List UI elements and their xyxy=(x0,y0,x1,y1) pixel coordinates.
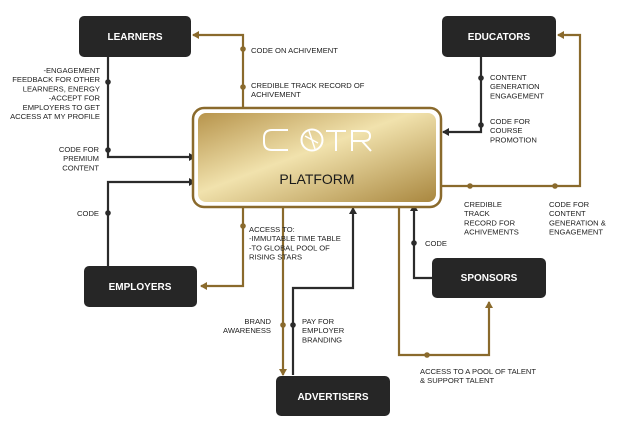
annotation-line: ACHIVEMENT xyxy=(251,90,301,99)
annotation-line: BRANDING xyxy=(302,335,342,344)
edge-platform-to-learners xyxy=(192,31,245,110)
edge-sponsors-to-platform xyxy=(410,204,432,280)
node-educators[interactable]: EDUCATORS xyxy=(442,16,556,57)
advertisers-label: ADVERTISERS xyxy=(297,392,368,403)
annotation-line: AWARENESS xyxy=(223,326,271,335)
annotations: CODE ON ACHIVEMENT CREDIBLE TRACK RECORD… xyxy=(10,46,606,385)
educators-label: EDUCATORS xyxy=(468,32,531,43)
connectors-dark xyxy=(106,57,483,375)
cotr-logo xyxy=(263,128,372,152)
annotation-line: ENGAGEMENT xyxy=(549,228,603,237)
annotation-line: EMPLOYER xyxy=(302,326,345,335)
node-sponsors[interactable]: SPONSORS xyxy=(432,258,546,298)
annotation-line: EMPLOYERS TO GET xyxy=(23,103,101,112)
node-advertisers[interactable]: ADVERTISERS xyxy=(276,376,390,416)
annotation-line: ACHIVEMENTS xyxy=(464,228,519,237)
node-employers[interactable]: EMPLOYERS xyxy=(84,266,197,307)
annotation-access-to: ACCESS TO:-IMMUTABLE TIME TABLE-TO GLOBA… xyxy=(249,225,341,262)
annotation-line: -ACCEPT FOR xyxy=(49,94,101,103)
annotation-line: CODE ON ACHIVEMENT xyxy=(251,46,338,55)
annotation-line: GENERATION & xyxy=(549,218,606,227)
annotation-line: -TO GLOBAL POOL OF xyxy=(249,243,330,252)
edge-employers-to-platform xyxy=(106,178,196,266)
annotation-line: CODE FOR xyxy=(549,200,590,209)
annotation-line: CODE FOR xyxy=(490,117,531,126)
sponsors-label: SPONSORS xyxy=(461,273,518,284)
junction-dots xyxy=(105,46,558,358)
annotation-line: FEEDBACK FOR OTHER xyxy=(12,75,100,84)
learners-label: LEARNERS xyxy=(107,32,162,43)
annotation-line: PAY FOR xyxy=(302,317,335,326)
edge-educators-to-platform xyxy=(442,57,483,136)
annotation-line: CREDIBLE xyxy=(464,200,502,209)
edge-platform-to-sponsors xyxy=(397,205,493,357)
annotation-line: CONTENT xyxy=(490,73,527,82)
edge-advertisers-to-platform xyxy=(291,207,357,375)
annotation-line: CONTENT xyxy=(62,163,99,172)
platform-node[interactable]: PLATFORM xyxy=(191,106,443,209)
annotation-line: -IMMUTABLE TIME TABLE xyxy=(249,234,341,243)
annotation-line: GENERATION xyxy=(490,82,540,91)
node-learners[interactable]: LEARNERS xyxy=(79,16,191,57)
annotation-line: & SUPPORT TALENT xyxy=(420,376,494,385)
annotation-line: -ENGAGEMENT xyxy=(43,66,100,75)
annotation-line: LEARNERS, ENERGY xyxy=(23,84,100,93)
annotation-line: RECORD FOR xyxy=(464,218,516,227)
annotation-line: TRACK xyxy=(464,209,490,218)
annotation-line: ACCESS TO A POOL OF TALENT xyxy=(420,367,536,376)
annotation-line: PREMIUM xyxy=(63,154,99,163)
edge-learners-to-platform xyxy=(106,57,196,161)
annotation-line: COURSE xyxy=(490,126,523,135)
annotation-line: ACCESS AT MY PROFILE xyxy=(10,112,100,121)
annotation-line: CODE xyxy=(425,239,447,248)
annotation-line: CREDIBLE TRACK RECORD OF xyxy=(251,81,365,90)
edge-platform-to-educators xyxy=(440,31,582,188)
annotation-line: RISING STARS xyxy=(249,253,302,262)
employers-label: EMPLOYERS xyxy=(109,282,172,293)
annotation-code-on-achivement: CODE ON ACHIVEMENT xyxy=(251,46,338,55)
annotation-code-sponsors: CODE xyxy=(425,239,447,248)
annotation-line: ACCESS TO: xyxy=(249,225,295,234)
annotation-line: CODE FOR xyxy=(59,145,100,154)
annotation-line: ENGAGEMENT xyxy=(490,91,544,100)
annotation-line: CODE xyxy=(77,209,99,218)
annotation-access-pool-talent: ACCESS TO A POOL OF TALENT& SUPPORT TALE… xyxy=(420,367,536,385)
platform-title: PLATFORM xyxy=(279,171,354,187)
annotation-line: PROMOTION xyxy=(490,135,537,144)
edge-platform-to-employers xyxy=(200,205,245,290)
annotation-line: BRAND xyxy=(244,317,271,326)
globe-icon xyxy=(304,130,319,150)
annotation-line: CONTENT xyxy=(549,209,586,218)
annotation-code-employers: CODE xyxy=(77,209,99,218)
connectors-gold xyxy=(192,31,582,376)
